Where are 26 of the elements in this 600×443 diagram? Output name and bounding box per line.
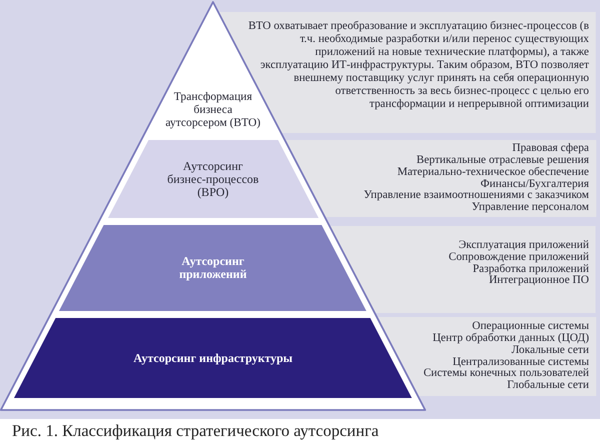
list-item: Операционные системы [472,321,589,332]
list-item: Централизованные системы [452,356,589,368]
list-item: Локальные сети [511,344,589,356]
description-panel [286,140,596,217]
list-item: Глобальные сети [507,380,589,392]
tier-label: Аутсорсинг инфраструктуры [132,352,294,364]
list-item: Сопровождение приложений [448,252,589,264]
tier-label: Аутсорсинг бизнес-процессов (BPO) [166,160,260,198]
list-item: Системы конечных пользователей [423,368,589,380]
list-item: Эксплуатация приложений [458,240,589,252]
tier-label: Трансформация бизнеса аутсорсером (BTO) [165,90,261,129]
list-item: Управление взаимоотношениями с заказчиком [364,190,589,202]
list-item: Правовая сфера [512,143,589,156]
list-item: Материально-техническое обеспечение [397,166,589,178]
tier-label: Аутсорсинг приложений [178,255,248,281]
list-item: Финансы/Бухгалтерия [480,178,589,190]
pyramid-tier [108,140,318,218]
list-item: Управление персоналом [472,202,589,214]
figure-caption: Рис. 1. Классификация стратегического аутсорсинга [12,421,379,440]
list-item: Интеграционное ПО [488,275,589,287]
description-panel [330,226,596,313]
list-item: Вертикальные отраслевые решения [416,155,589,167]
pyramid-tier [59,225,367,311]
list-item: Центр обработки данных (ЦОД) [432,333,589,345]
pyramid-tier [14,318,412,398]
list-item: Разработка приложений [472,264,589,276]
